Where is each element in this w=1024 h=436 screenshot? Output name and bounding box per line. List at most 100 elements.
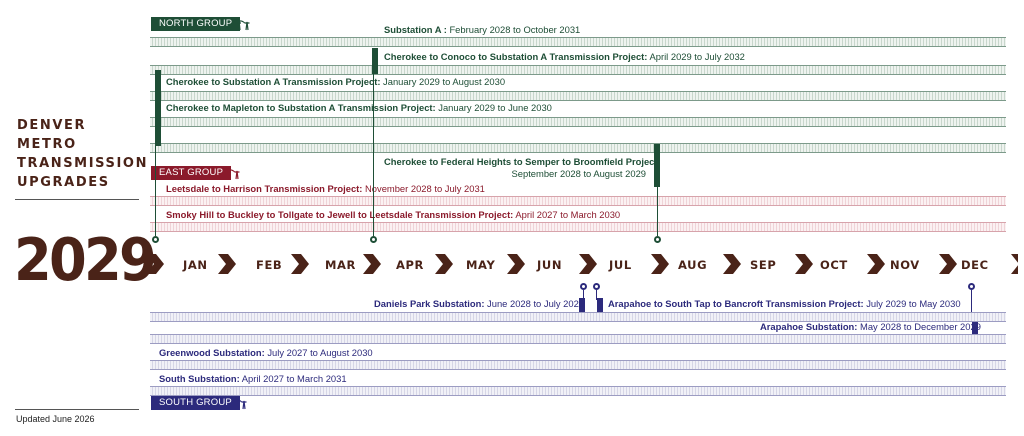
project-leetsdale-harrison: Leetsdale to Harrison Transmission Proje… xyxy=(166,183,485,195)
aug-end-bar xyxy=(654,144,660,187)
jan-start-bar xyxy=(155,70,161,146)
north-track-5 xyxy=(150,143,1006,153)
title-divider xyxy=(15,199,139,200)
project-arapahoe-bancroft: Arapahoe to South Tap to Bancroft Transm… xyxy=(608,298,961,310)
project-name: Cherokee to Mapleton to Substation A Tra… xyxy=(166,102,436,113)
axis-chevron xyxy=(435,254,453,274)
project-dates: April 2029 to July 2032 xyxy=(647,51,745,62)
axis-chevron xyxy=(867,254,885,274)
year-heading: 2029 xyxy=(14,225,157,294)
project-name: Smoky Hill to Buckley to Tollgate to Jew… xyxy=(166,209,514,220)
updated-date: Updated June 2026 xyxy=(16,414,95,424)
month-label-jan: JAN xyxy=(183,258,208,272)
project-cherokee-mapleton: Cherokee to Mapleton to Substation A Tra… xyxy=(166,102,552,114)
north-track-1 xyxy=(150,37,1006,47)
project-dates: July 2029 to May 2030 xyxy=(863,298,961,309)
axis-chevron xyxy=(723,254,741,274)
project-name: Arapahoe to South Tap to Bancroft Transm… xyxy=(608,298,864,309)
apr-marker xyxy=(370,236,377,243)
east-group-label: EAST GROUP xyxy=(151,166,232,180)
north-track-2 xyxy=(150,65,1006,75)
south-track-3 xyxy=(150,360,1006,370)
month-label-jul: JUL xyxy=(609,258,632,272)
axis-chevron xyxy=(218,254,236,274)
project-arapahoe-substation: Arapahoe Substation: May 2028 to Decembe… xyxy=(760,321,981,333)
month-label-jun: JUN xyxy=(537,258,563,272)
apr-start-bar xyxy=(372,48,378,74)
dec-marker xyxy=(968,283,975,290)
project-substation-a: Substation A : February 2028 to October … xyxy=(384,24,580,36)
project-smoky-hill: Smoky Hill to Buckley to Tollgate to Jew… xyxy=(166,209,620,221)
project-dates: April 2027 to March 2031 xyxy=(239,373,347,384)
axis-chevron xyxy=(651,254,669,274)
month-label-oct: OCT xyxy=(820,258,848,272)
month-label-feb: FEB xyxy=(256,258,283,272)
apr-connector xyxy=(373,74,374,236)
month-label-aug: AUG xyxy=(678,258,708,272)
north-track-3 xyxy=(150,91,1006,101)
project-dates: July 2027 to August 2030 xyxy=(264,347,373,358)
month-label-may: MAY xyxy=(466,258,496,272)
project-dates: June 2028 to July 2029 xyxy=(484,298,585,309)
project-cherokee-conoco: Cherokee to Conoco to Substation A Trans… xyxy=(384,51,745,63)
project-name: Cherokee to Substation A Transmission Pr… xyxy=(166,76,381,87)
axis-chevron xyxy=(795,254,813,274)
project-name: South Substation: xyxy=(159,373,240,384)
axis-chevron xyxy=(507,254,525,274)
project-cherokee-substation-a: Cherokee to Substation A Transmission Pr… xyxy=(166,76,505,88)
project-name: Arapahoe Substation: xyxy=(760,321,858,332)
project-federal-heights: Cherokee to Federal Heights to Semper to… xyxy=(384,156,661,180)
project-dates: April 2027 to March 2030 xyxy=(513,209,621,220)
project-south-substation: South Substation: April 2027 to March 20… xyxy=(159,373,347,385)
project-dates: February 2028 to October 2031 xyxy=(446,24,581,35)
month-axis xyxy=(146,254,1018,274)
south-track-1 xyxy=(150,312,1006,322)
jul-start-bar xyxy=(597,298,603,320)
south-track-4 xyxy=(150,386,1006,396)
east-track-1 xyxy=(150,196,1006,206)
aug-connector xyxy=(657,186,658,236)
axis-chevron xyxy=(939,254,957,274)
project-dates: January 2029 to August 2030 xyxy=(380,76,506,87)
jul-marker-2 xyxy=(593,283,600,290)
north-group-label: NORTH GROUP xyxy=(151,17,241,31)
transmission-tower-icon xyxy=(233,398,247,410)
aug-marker xyxy=(654,236,661,243)
jul-marker-1 xyxy=(580,283,587,290)
project-name: Cherokee to Federal Heights to Semper to… xyxy=(384,156,661,167)
east-track-2 xyxy=(150,222,1006,232)
jan-marker xyxy=(152,236,159,243)
project-name: Substation A : xyxy=(384,24,447,35)
axis-chevron xyxy=(579,254,597,274)
axis-chevron xyxy=(146,254,164,274)
jun-end-bar xyxy=(579,298,585,320)
north-track-4 xyxy=(150,117,1006,127)
jun-connector xyxy=(583,290,584,300)
month-label-mar: MAR xyxy=(325,258,356,272)
project-name: Cherokee to Conoco to Substation A Trans… xyxy=(384,51,648,62)
project-daniels-park: Daniels Park Substation: June 2028 to Ju… xyxy=(374,298,584,310)
month-label-nov: NOV xyxy=(890,258,920,272)
axis-chevron xyxy=(363,254,381,274)
project-name: Daniels Park Substation: xyxy=(374,298,485,309)
jan-connector xyxy=(155,146,156,236)
month-label-dec: DEC xyxy=(961,258,989,272)
month-label-apr: APR xyxy=(396,258,424,272)
project-dates: September 2028 to August 2029 xyxy=(511,168,646,179)
dec-end-bar xyxy=(972,320,978,342)
south-group-label: SOUTH GROUP xyxy=(151,396,240,410)
axis-chevron xyxy=(291,254,309,274)
project-dates: November 2028 to July 2031 xyxy=(362,183,485,194)
project-greenwood-substation: Greenwood Substation: July 2027 to Augus… xyxy=(159,347,373,359)
transmission-tower-icon xyxy=(226,168,240,180)
project-dates: May 2028 to December 2029 xyxy=(857,321,981,332)
axis-chevron xyxy=(1011,254,1018,274)
project-name: Greenwood Substation: xyxy=(159,347,265,358)
dec-connector xyxy=(971,290,972,320)
transmission-tower-icon xyxy=(236,19,250,31)
footer-divider xyxy=(15,409,139,410)
project-name: Leetsdale to Harrison Transmission Proje… xyxy=(166,183,363,194)
south-track-2 xyxy=(150,334,1006,344)
page-title: DENVER METRO TRANSMISSION UPGRADES xyxy=(17,118,149,190)
jul-connector xyxy=(596,290,597,300)
